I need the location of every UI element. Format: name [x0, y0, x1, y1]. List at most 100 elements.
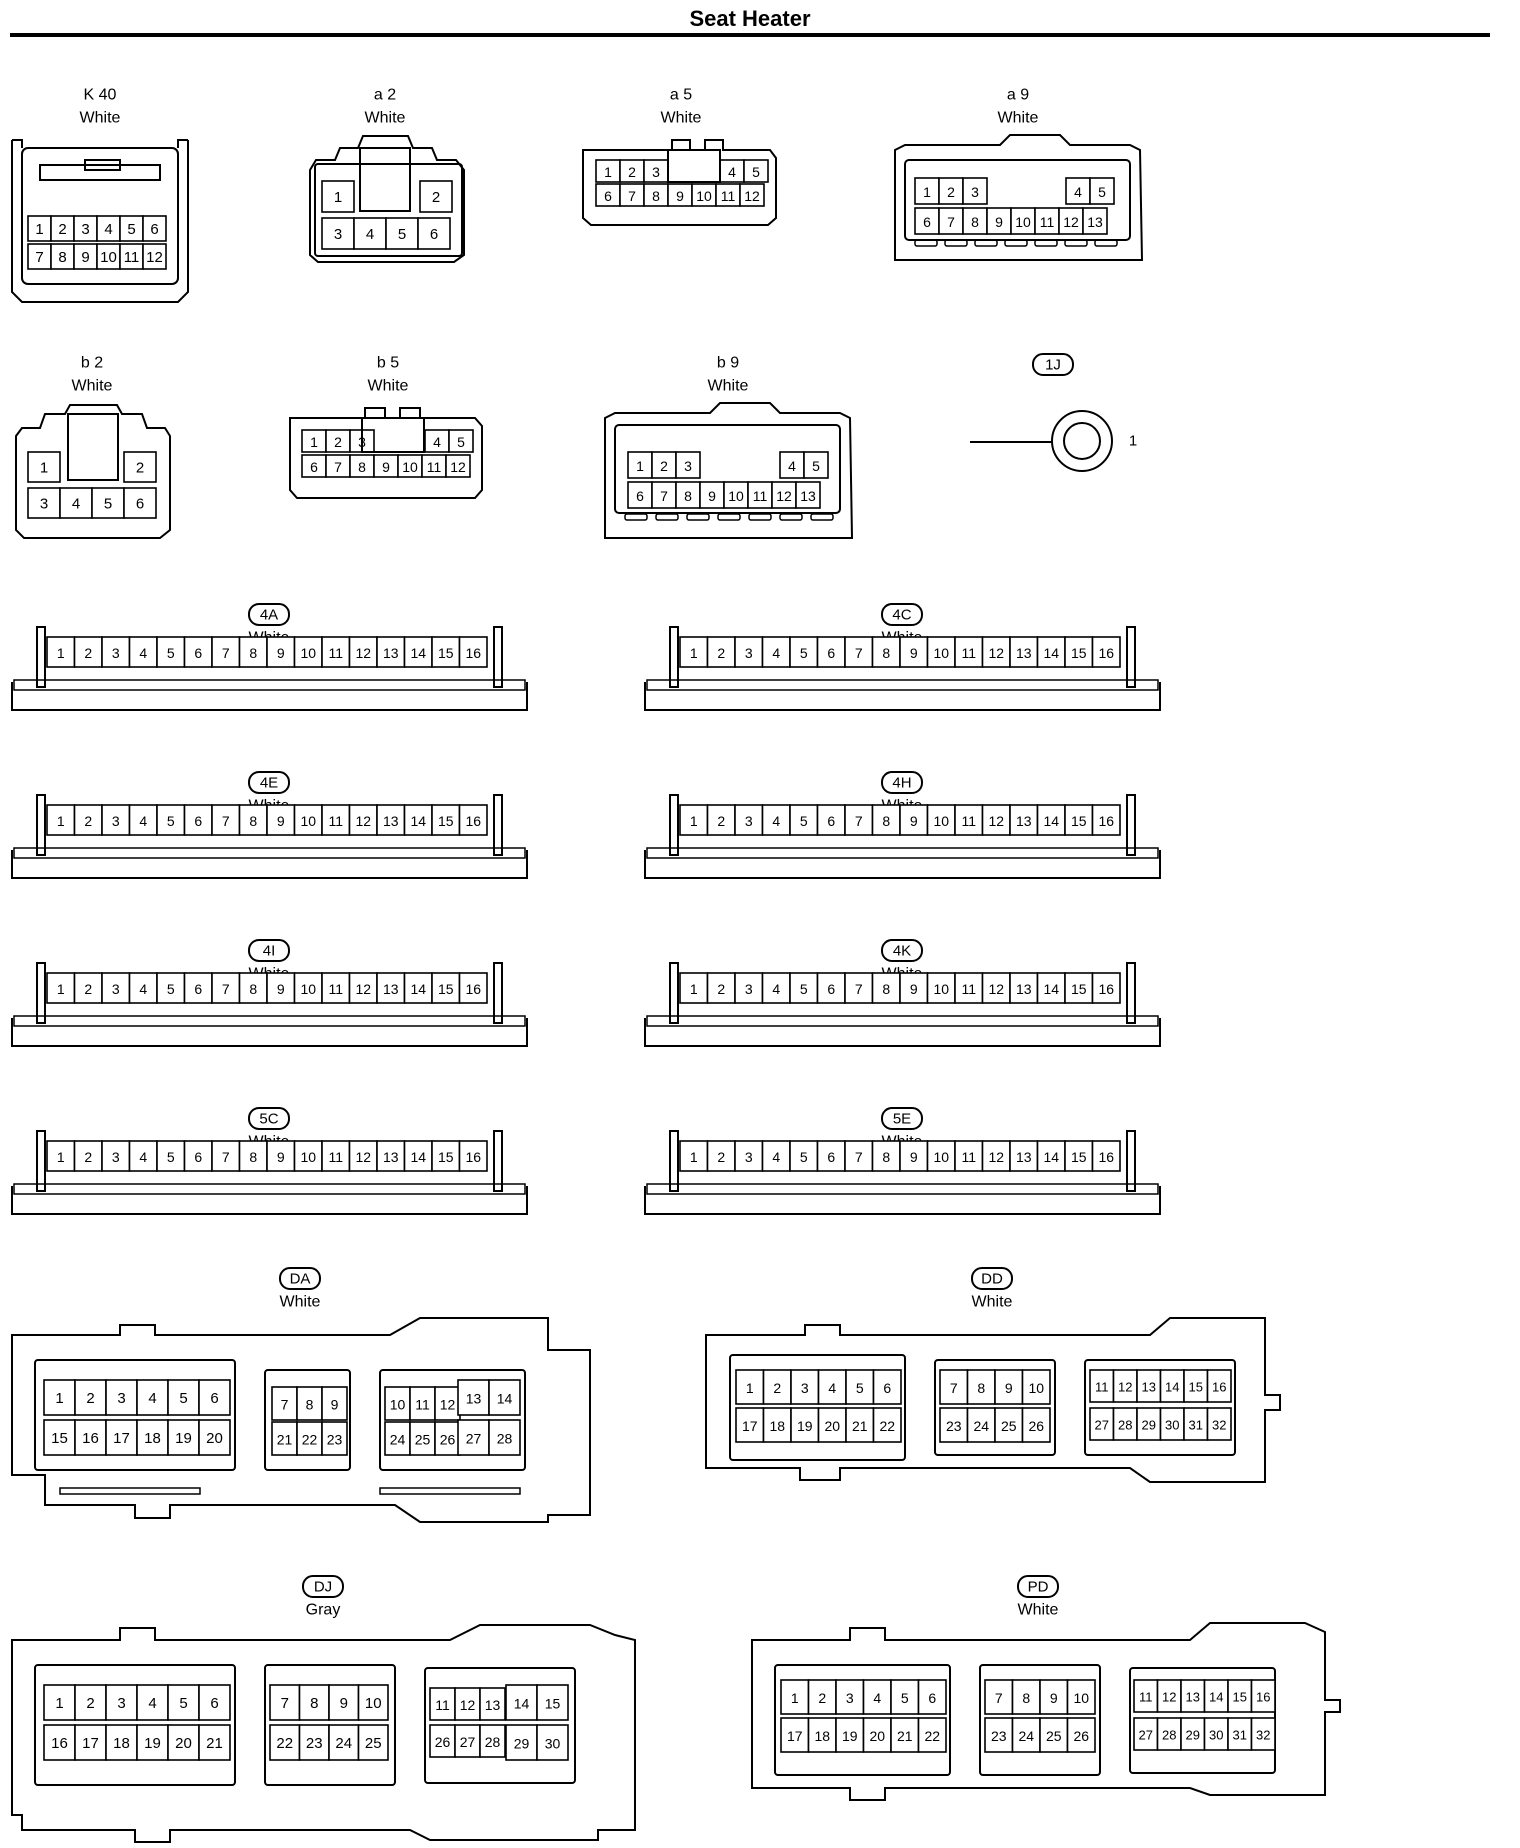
- housing-rail: [13, 1183, 526, 1195]
- pin-1-label: 1: [310, 434, 318, 450]
- pin-7-label: 7: [222, 1149, 230, 1165]
- pin-cell: [321, 1421, 348, 1456]
- pin-4-label: 4: [139, 813, 147, 829]
- pin-cell: [321, 804, 351, 836]
- connector-id-label: 4K: [893, 943, 911, 960]
- connector-id-label: 4H: [892, 775, 911, 792]
- connector-id-label: a 9: [1007, 87, 1029, 104]
- pin-8-label: 8: [306, 1397, 314, 1413]
- pin-cell: [43, 1684, 76, 1721]
- connector-4E: 4EWhite12345678910111213141516: [11, 771, 528, 879]
- pin-cell: [136, 1419, 169, 1456]
- connector-color-label: Gray: [306, 1602, 341, 1619]
- pin-cell: [27, 451, 61, 483]
- connector-badge: [971, 1267, 1013, 1290]
- pin-cell: [789, 972, 819, 1004]
- pin-cell: [43, 1379, 76, 1416]
- ring-terminal-hole: [1063, 422, 1101, 460]
- pin-5-label: 5: [398, 226, 406, 243]
- pin-16-label: 16: [1098, 1149, 1114, 1165]
- pin-cell: [198, 1684, 231, 1721]
- housing-outline: [309, 135, 465, 263]
- pin-10-label: 10: [300, 981, 316, 997]
- connector-4K: 4KWhite12345678910111213141516: [644, 939, 1161, 1047]
- pin-25-label: 25: [415, 1432, 431, 1448]
- pin-6-label: 6: [883, 1380, 891, 1396]
- pin-cell: [238, 1140, 268, 1172]
- pin-18-label: 18: [769, 1418, 785, 1434]
- pin-cell: [198, 1379, 231, 1416]
- pin-1-label: 1: [55, 1695, 63, 1712]
- pin-10-label: 10: [933, 813, 949, 829]
- pin-5-label: 5: [167, 1149, 175, 1165]
- pin-25-label: 25: [1046, 1728, 1062, 1744]
- housing-rail: [646, 847, 1159, 859]
- pin-1-label: 1: [35, 221, 43, 238]
- pin-12-label: 12: [988, 813, 1004, 829]
- pin-8-label: 8: [684, 488, 692, 504]
- pin-7-label: 7: [855, 1149, 863, 1165]
- pin-19-label: 19: [797, 1418, 813, 1434]
- pin-4-label: 4: [139, 981, 147, 997]
- housing-outline: [11, 682, 528, 711]
- pin-6-label: 6: [194, 981, 202, 997]
- pin-22-label: 22: [276, 1735, 293, 1752]
- pin-1-label: 1: [1129, 433, 1137, 450]
- connector-4A: 4AWhite12345678910111213141516: [11, 603, 528, 711]
- pin-cell: [348, 804, 378, 836]
- connector-color-label: White: [998, 110, 1039, 127]
- pin-1-label: 1: [57, 645, 65, 661]
- pin-cell: [142, 243, 167, 270]
- pin-cell: [91, 487, 125, 519]
- pin-26-label: 26: [435, 1734, 451, 1750]
- pin-3-label: 3: [652, 164, 660, 180]
- connector-color-label: White: [280, 1294, 321, 1311]
- pin-12-label: 12: [355, 1149, 371, 1165]
- pin-14-label: 14: [1043, 645, 1059, 661]
- pin-29-label: 29: [1142, 1418, 1156, 1433]
- pin-12-label: 12: [988, 1149, 1004, 1165]
- pin-13-label: 13: [1087, 214, 1103, 230]
- pin-1-label: 1: [690, 813, 698, 829]
- pin-8-label: 8: [58, 249, 66, 266]
- pin-16-label: 16: [1098, 645, 1114, 661]
- pin-3-label: 3: [117, 1390, 125, 1407]
- pin-4-label: 4: [772, 813, 780, 829]
- side-post: [1126, 1130, 1136, 1192]
- pin-cell: [357, 1724, 389, 1761]
- pin-11-label: 11: [124, 249, 140, 266]
- pin-cell: [348, 972, 378, 1004]
- connector-id-label: a 5: [670, 87, 692, 104]
- pin-11-label: 11: [435, 1697, 450, 1713]
- pin-5-label: 5: [800, 645, 808, 661]
- pin-cell: [136, 1724, 169, 1761]
- pin-9-label: 9: [910, 645, 918, 661]
- pin-12-label: 12: [1162, 1690, 1176, 1705]
- pin-8-label: 8: [977, 1380, 985, 1396]
- pin-5-label: 5: [1098, 184, 1106, 200]
- latch: [361, 417, 425, 453]
- pin-10-label: 10: [1073, 1690, 1089, 1706]
- connector-1J: 1J1: [970, 353, 1137, 472]
- pin-6-label: 6: [150, 221, 158, 238]
- pin-cell: [871, 1140, 901, 1172]
- pin-3-label: 3: [334, 226, 342, 243]
- pin-3-label: 3: [846, 1690, 854, 1706]
- pin-10-label: 10: [402, 459, 418, 475]
- pin-17-label: 17: [113, 1430, 130, 1447]
- connector-badge: [302, 1575, 344, 1598]
- latch: [667, 149, 721, 183]
- pin-cell: [536, 1684, 569, 1721]
- pin-11-label: 11: [328, 981, 343, 997]
- pin-20-label: 20: [869, 1728, 885, 1744]
- pin-cell: [105, 1419, 138, 1456]
- side-post: [1126, 794, 1136, 856]
- pin-17-label: 17: [82, 1735, 99, 1752]
- housing-rail: [646, 679, 1159, 691]
- pin-12-label: 12: [355, 813, 371, 829]
- pin-3-label: 3: [40, 496, 48, 513]
- pin-cell: [454, 1687, 481, 1721]
- pin-cell: [1091, 972, 1121, 1004]
